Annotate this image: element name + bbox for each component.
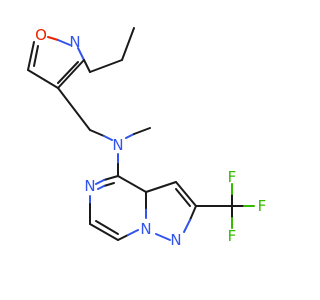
isoxazole-ring (27, 36, 91, 89)
atom-n-pyrazine: N (84, 177, 95, 195)
bond-c2-n1-a (189, 205, 197, 221)
bond-c3a-c3 (145, 181, 177, 193)
bond-c4-c5 (27, 69, 59, 89)
bond-c2-n1-b (183, 219, 191, 233)
bond-c4-n5-double-b (95, 179, 105, 185)
bond-c3-c4-double (57, 59, 85, 89)
bond-ethyl-2 (121, 27, 135, 61)
bond-c3-c2-double (175, 181, 197, 207)
atom-f-bottom: F (228, 227, 237, 245)
bond-c7-n8-a (117, 234, 129, 241)
atom-o-isoxazole: O (35, 26, 47, 44)
bond-ch2-n-b (103, 135, 113, 141)
bond-c3-c2-inner (175, 188, 191, 207)
bond-c4-ch2 (57, 87, 91, 131)
bond-c4-c3a (117, 175, 147, 193)
atom-n-pyrazole: N (170, 231, 181, 249)
bond-n-c3 (77, 47, 85, 61)
bond-n-methyl-b (133, 127, 151, 135)
atom-n-isoxazole: N (69, 33, 80, 51)
atom-labels: O N N N N N F F F (35, 26, 266, 249)
atom-n-amine: N (112, 136, 123, 154)
atom-n-bridge: N (140, 220, 151, 238)
bond-n1-nbridge (155, 233, 171, 241)
bond-c4-n5-inner-b (97, 185, 105, 190)
bond-c5-o-double-inner (33, 45, 39, 67)
bond-c3-c3a (83, 59, 91, 73)
bond-c3-c4-double-inner (57, 61, 79, 84)
bond-n-methyl-a (125, 133, 135, 139)
bond-c6-c7-inner (95, 220, 119, 235)
atom-f-top: F (228, 168, 237, 186)
bond-ethyl-1 (89, 59, 123, 73)
bond-c6-c7 (89, 223, 119, 241)
bond-o-n-isoxazole-n-side (57, 39, 71, 46)
bond-c7-n8-b (127, 229, 139, 236)
bond-c5-o-double (27, 41, 35, 71)
bond-c4-n5-double-a (103, 175, 119, 181)
pyrazine-ring (89, 175, 147, 241)
bond-ch2-n-a (89, 129, 105, 137)
molecule-structure: O N N N N N F F F (27, 26, 266, 249)
pyrazole-ring (145, 181, 197, 241)
bond-o-n-isoxazole (47, 36, 59, 41)
bond-c4-n5-inner-a (103, 182, 115, 187)
atom-f-right: F (258, 197, 267, 215)
